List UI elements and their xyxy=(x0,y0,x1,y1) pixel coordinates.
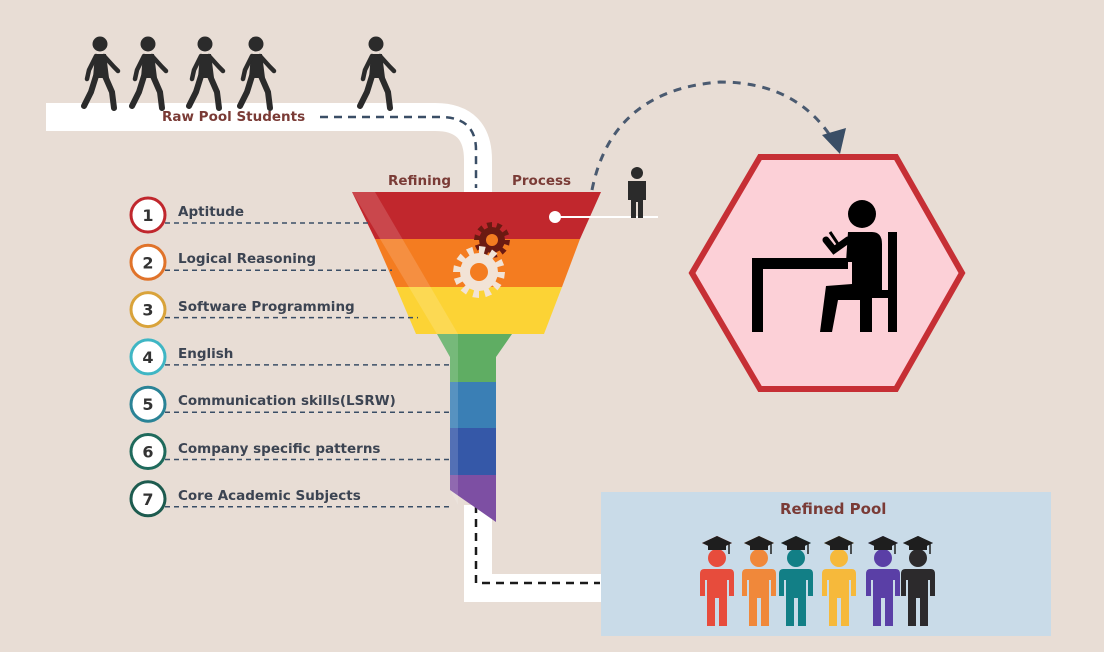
graduate-figure xyxy=(700,536,734,626)
step-label: Aptitude xyxy=(178,204,245,220)
step-number-circle xyxy=(129,243,167,281)
step-number: 7 xyxy=(142,490,153,509)
funnel-band-3 xyxy=(396,287,562,334)
raw-pool-label: Raw Pool Students xyxy=(162,109,306,125)
graduate-figure xyxy=(866,536,900,626)
step-label: Software Programming xyxy=(178,298,355,315)
process-arrow xyxy=(590,80,838,191)
step-number: 1 xyxy=(142,206,153,225)
funnel-band-4 xyxy=(437,334,512,382)
step-number-circle xyxy=(129,338,167,376)
graduate-figure xyxy=(901,536,935,626)
graduate-figure xyxy=(742,536,776,626)
step-number: 3 xyxy=(142,301,153,320)
step-label: English xyxy=(178,345,234,362)
funnel-band-7 xyxy=(450,475,496,522)
funnel xyxy=(352,192,601,522)
graduate-figure xyxy=(822,536,856,626)
refined-pool-box xyxy=(601,492,1051,636)
step-label: Company specific patterns xyxy=(178,440,381,457)
step-number: 2 xyxy=(142,253,153,272)
graduate-icon xyxy=(700,536,935,626)
study-hexagon xyxy=(688,154,966,392)
graduate-figure xyxy=(779,536,813,626)
step-label: Logical Reasoning xyxy=(178,251,317,268)
step-label: Core Academic Subjects xyxy=(178,487,361,504)
refined-pool-label: Refined Pool xyxy=(780,500,887,518)
step-number: 4 xyxy=(142,348,153,367)
walking-person-icon xyxy=(84,37,394,109)
process-label: Process xyxy=(512,173,572,189)
step-number-circle xyxy=(129,385,167,423)
step-number-circle xyxy=(129,480,167,518)
gear-icon xyxy=(453,222,510,298)
step-label: Communication skills(LSRW) xyxy=(178,393,396,410)
step-number: 5 xyxy=(142,395,153,414)
funnel-band-5 xyxy=(450,382,496,428)
step-number: 6 xyxy=(142,443,153,462)
funnel-band-1 xyxy=(352,192,601,239)
person-at-desk-icon xyxy=(752,200,897,332)
step-number-circle xyxy=(129,433,167,470)
standing-person-icon xyxy=(628,167,646,218)
refined-pool-path xyxy=(464,505,610,602)
funnel-band-6 xyxy=(450,428,496,475)
refining-label: Refining xyxy=(388,173,452,189)
step-number-circle xyxy=(129,291,167,329)
step-number-circle xyxy=(129,196,167,234)
